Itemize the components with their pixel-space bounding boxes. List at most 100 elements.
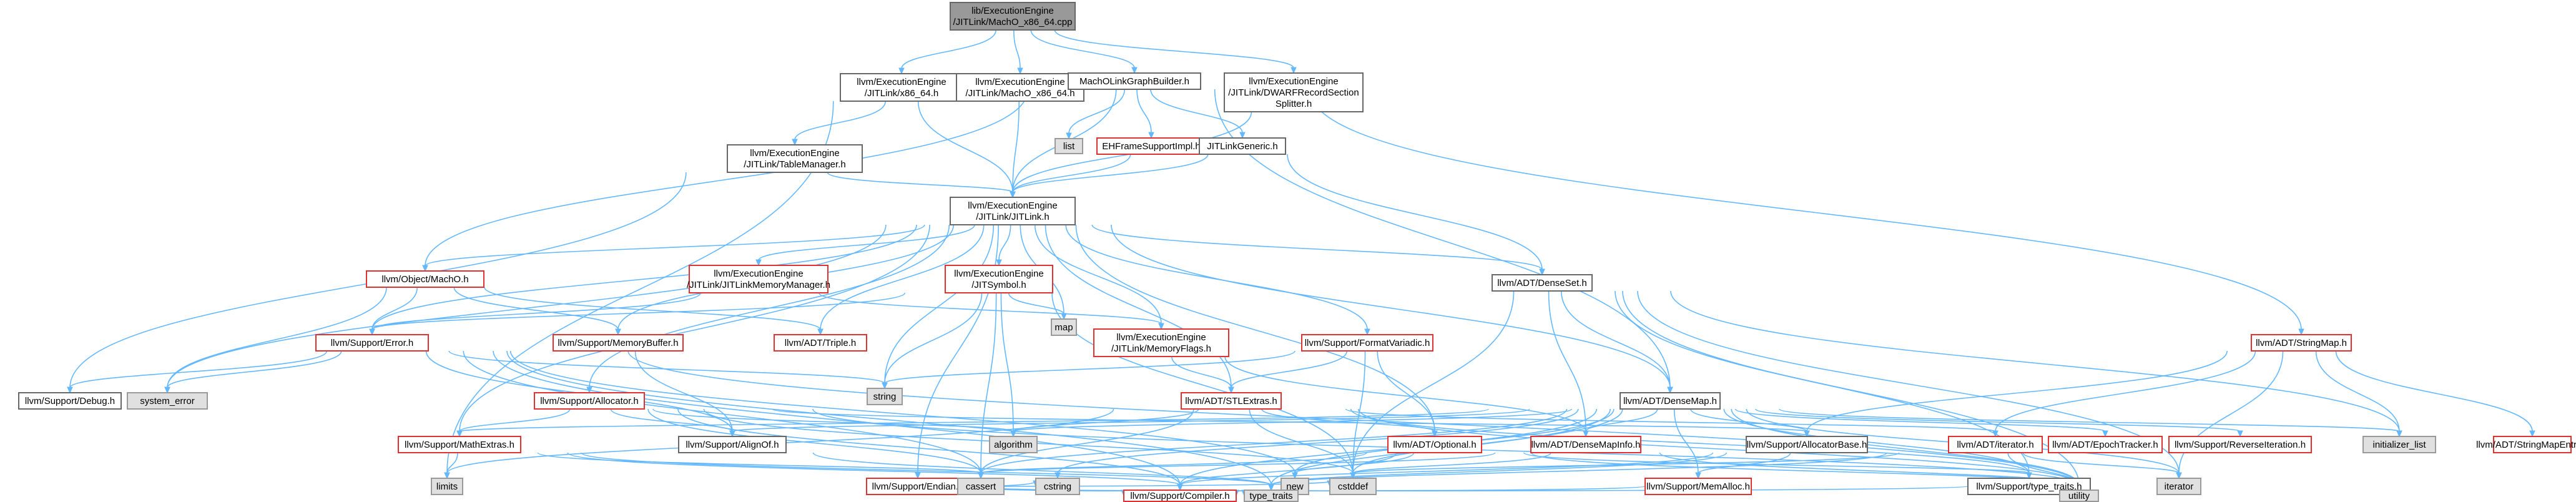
node-jitsymbol[interactable]: llvm/ExecutionEngine/JITSymbol.h bbox=[945, 265, 1053, 293]
edge-arrowhead bbox=[755, 259, 762, 267]
node-label: iterator bbox=[2165, 481, 2194, 492]
edge-allocator-to-mathextras bbox=[456, 408, 571, 438]
node-alignof[interactable]: llvm/Support/AlignOf.h bbox=[678, 436, 787, 453]
node-box bbox=[1199, 137, 1286, 155]
node-stringmapentry[interactable]: llvm/ADT/StringMapEntry.h bbox=[2476, 436, 2576, 453]
node-allocator[interactable]: llvm/Support/Allocator.h bbox=[534, 392, 645, 410]
node-box bbox=[534, 392, 645, 410]
node-densemapinfo[interactable]: llvm/ADT/DenseMapInfo.h bbox=[1530, 436, 1641, 453]
edge-line bbox=[1294, 452, 1415, 474]
node-label: cstddef bbox=[1338, 481, 1369, 492]
edge-arrowhead bbox=[915, 472, 921, 480]
node-memoryflags[interactable]: llvm/ExecutionEngine/JITLink/MemoryFlags… bbox=[1093, 328, 1229, 357]
node-box bbox=[18, 392, 122, 410]
node-compiler[interactable]: llvm/Support/Compiler.h bbox=[1123, 490, 1237, 502]
edge-line bbox=[509, 350, 1295, 474]
node-reverseiteration[interactable]: llvm/Support/ReverseIteration.h bbox=[2168, 436, 2312, 453]
node-optional[interactable]: llvm/ADT/Optional.h bbox=[1387, 436, 1482, 453]
edge-line bbox=[1150, 89, 1243, 134]
node-object_macho[interactable]: llvm/Object/MachO.h bbox=[366, 270, 484, 288]
node-box bbox=[2362, 436, 2436, 453]
edge-line bbox=[917, 101, 1013, 193]
edge-line bbox=[1287, 154, 1543, 270]
edge-arrowhead bbox=[615, 328, 621, 336]
node-mathextras[interactable]: llvm/Support/MathExtras.h bbox=[398, 436, 521, 453]
node-densemap[interactable]: llvm/ADT/DenseMap.h bbox=[1620, 392, 1721, 410]
node-triple[interactable]: llvm/ADT/Triple.h bbox=[774, 334, 867, 352]
node-adt_iterator[interactable]: llvm/ADT/iterator.h bbox=[1948, 436, 2043, 453]
edge-line bbox=[69, 350, 328, 388]
node-stringmap[interactable]: llvm/ADT/StringMap.h bbox=[2251, 334, 2352, 352]
edge-arrowhead bbox=[2102, 430, 2108, 438]
edge-arrowhead bbox=[1583, 430, 1589, 438]
edge-allocatorbase-to-memalloc bbox=[1695, 452, 1791, 480]
edge-line bbox=[634, 350, 733, 432]
node-memorybuffer[interactable]: llvm/Support/MemoryBuffer.h bbox=[553, 334, 684, 352]
node-macho_x86_64_h[interactable]: llvm/ExecutionEngine/JITLink/MachO_x86_6… bbox=[956, 73, 1084, 102]
edge-line bbox=[827, 172, 1013, 193]
edge-adt_iterator-to-cstddef bbox=[1350, 452, 1900, 480]
node-allocatorbase[interactable]: llvm/Support/AllocatorBase.h bbox=[1746, 436, 1868, 453]
node-stlextras[interactable]: llvm/ADT/STLExtras.h bbox=[1181, 392, 1282, 410]
edge-densemap-to-reverseiteration bbox=[1755, 408, 2243, 438]
edge-jitlink_h-to-densemap bbox=[1111, 224, 1673, 394]
node-table_manager[interactable]: llvm/ExecutionEngine/JITLink/TableManage… bbox=[727, 144, 863, 173]
edge-memmgr-to-memoryflags bbox=[818, 292, 1164, 330]
edge-denseset-to-initializer_list bbox=[1670, 290, 2402, 438]
edge-macho_lgb-to-ehframe bbox=[1136, 89, 1154, 139]
edge-arrowhead bbox=[1158, 323, 1164, 330]
node-denseset[interactable]: llvm/ADT/DenseSet.h bbox=[1492, 274, 1593, 292]
edge-line bbox=[771, 408, 1807, 432]
node-memmgr[interactable]: llvm/ExecutionEngine/JITLink/JITLinkMemo… bbox=[687, 265, 830, 293]
node-box bbox=[398, 436, 521, 453]
edge-arrowhead bbox=[1017, 67, 1023, 75]
edge-arrowhead bbox=[444, 472, 450, 480]
node-box bbox=[774, 334, 867, 352]
edge-arrowhead bbox=[1228, 386, 1234, 394]
edge-allocator-to-allocatorbase bbox=[771, 408, 1810, 438]
node-x86_64_h[interactable]: llvm/ExecutionEngine/JITLink/x86_64.h bbox=[840, 73, 963, 102]
node-label: /JITLink/TableManager.h bbox=[744, 159, 845, 170]
edge-line bbox=[1560, 290, 1671, 388]
node-formatvariadic[interactable]: llvm/Support/FormatVariadic.h bbox=[1301, 334, 1433, 352]
edge-line bbox=[818, 292, 1162, 325]
edge-root-to-dwarf_splitter bbox=[1054, 29, 1297, 74]
edge-arrowhead bbox=[1066, 132, 1072, 140]
node-box bbox=[989, 436, 1038, 453]
edge-line bbox=[1806, 350, 2228, 432]
node-ehframe[interactable]: EHFrameSupportImpl.h bbox=[1096, 137, 1206, 155]
node-jitlinkgeneric[interactable]: JITLinkGeneric.h bbox=[1199, 137, 1286, 155]
edge-line bbox=[167, 287, 387, 388]
node-type_traits_h[interactable]: llvm/Support/type_traits.h bbox=[1967, 478, 2091, 495]
edge-densemap-to-epochtracker bbox=[1734, 408, 2108, 438]
edge-line bbox=[820, 224, 985, 330]
node-epochtracker[interactable]: llvm/ADT/EpochTracker.h bbox=[2048, 436, 2163, 453]
edge-jitsymbol-to-support_error bbox=[369, 292, 906, 336]
edge-line bbox=[459, 408, 1489, 432]
edge-line bbox=[1136, 89, 1152, 134]
node-endian[interactable]: llvm/Support/Endian.h bbox=[866, 478, 970, 495]
edge-denseset-to-densemap bbox=[1560, 290, 1673, 394]
edge-arrowhead bbox=[1061, 313, 1067, 320]
node-label: llvm/ExecutionEngine bbox=[968, 200, 1057, 211]
node-debug_h[interactable]: llvm/Support/Debug.h bbox=[18, 392, 122, 410]
node-box bbox=[1387, 436, 1482, 453]
node-label: llvm/ADT/Optional.h bbox=[1393, 440, 1476, 450]
node-jitlink_h[interactable]: llvm/ExecutionEngine/JITLink/JITLink.h bbox=[950, 197, 1076, 225]
node-label: llvm/ExecutionEngine bbox=[1116, 332, 1206, 343]
edge-line bbox=[1045, 224, 1232, 388]
node-label: llvm/ADT/DenseMap.h bbox=[1623, 396, 1717, 406]
edge-line bbox=[1075, 224, 1435, 432]
node-memalloc[interactable]: llvm/Support/MemAlloc.h bbox=[1644, 478, 1752, 495]
edge-line bbox=[1065, 224, 1368, 330]
node-box bbox=[1329, 478, 1377, 495]
node-system_error: system_error bbox=[127, 392, 208, 410]
node-label: /JITLink/MachO_x86_64.h bbox=[965, 88, 1074, 99]
node-dwarf_splitter[interactable]: llvm/ExecutionEngine/JITLink/DWARFRecord… bbox=[1224, 72, 1364, 112]
node-label: /JITLink/MemoryFlags.h bbox=[1111, 343, 1211, 354]
node-label: map bbox=[1054, 322, 1073, 333]
node-label: cassert bbox=[966, 481, 996, 492]
node-macho_lgb[interactable]: MachOLinkGraphBuilder.h bbox=[1068, 72, 1201, 90]
edge-arrowhead bbox=[882, 382, 888, 390]
node-support_error[interactable]: llvm/Support/Error.h bbox=[315, 334, 429, 352]
